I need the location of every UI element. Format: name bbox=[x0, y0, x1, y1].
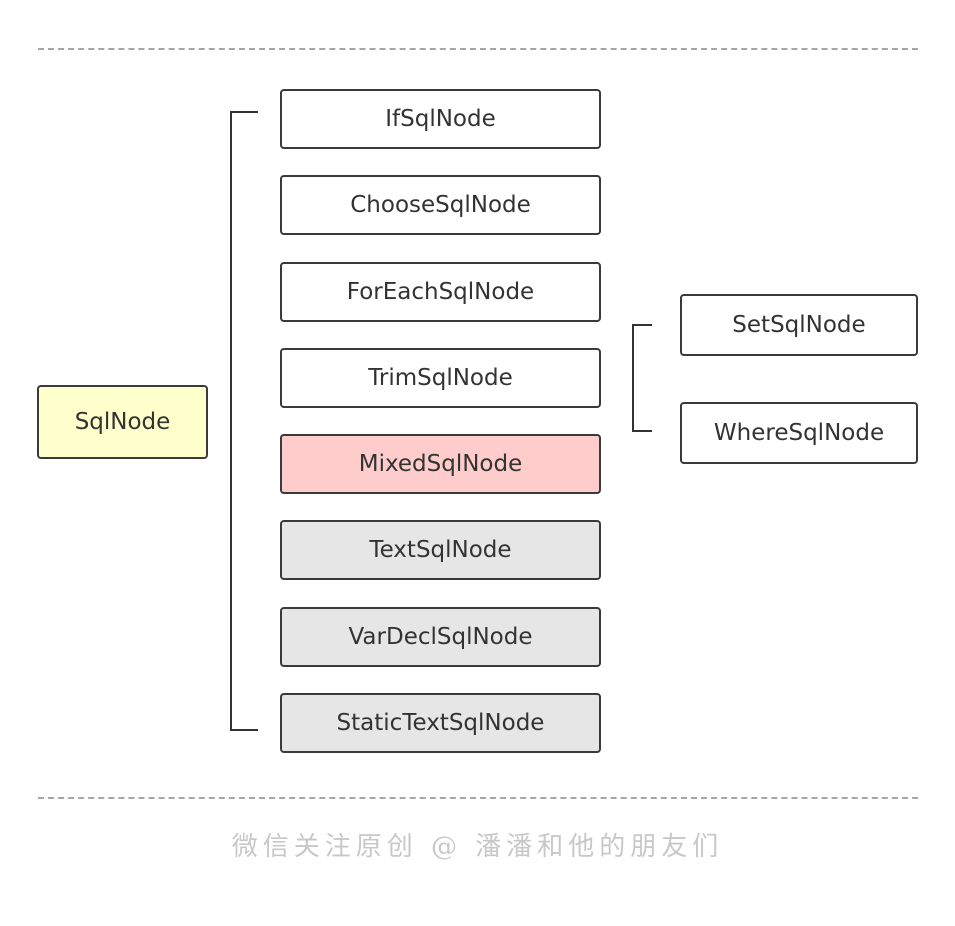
node-label: ForEachSqlNode bbox=[346, 279, 535, 305]
node-label: MixedSqlNode bbox=[358, 451, 523, 477]
node-label: TextSqlNode bbox=[369, 537, 512, 563]
node-label: ChooseSqlNode bbox=[350, 192, 531, 218]
top-divider bbox=[38, 48, 918, 50]
node-textsqlnode: TextSqlNode bbox=[280, 520, 601, 580]
trim-bracket bbox=[632, 324, 652, 432]
node-label: WhereSqlNode bbox=[713, 420, 885, 446]
root-node-sqlnode: SqlNode bbox=[37, 385, 208, 459]
node-setsqlnode: SetSqlNode bbox=[680, 294, 918, 356]
node-trimsqlnode: TrimSqlNode bbox=[280, 348, 601, 408]
main-bracket bbox=[230, 111, 258, 731]
node-vardeclsqlnode: VarDeclSqlNode bbox=[280, 607, 601, 667]
watermark-footer: 微信关注原创 @ 潘潘和他的朋友们 bbox=[231, 832, 724, 862]
node-statictextsqlnode: StaticTextSqlNode bbox=[280, 693, 601, 753]
node-choosesqlnode: ChooseSqlNode bbox=[280, 175, 601, 235]
root-node-label: SqlNode bbox=[74, 409, 171, 435]
bottom-divider bbox=[38, 797, 918, 799]
node-label: SetSqlNode bbox=[732, 312, 866, 338]
node-ifsqlnode: IfSqlNode bbox=[280, 89, 601, 149]
node-label: IfSqlNode bbox=[385, 106, 496, 132]
node-label: VarDeclSqlNode bbox=[348, 624, 533, 650]
node-foreachsqlnode: ForEachSqlNode bbox=[280, 262, 601, 322]
node-wheresqlnode: WhereSqlNode bbox=[680, 402, 918, 464]
node-label: TrimSqlNode bbox=[368, 365, 513, 391]
node-mixedsqlnode: MixedSqlNode bbox=[280, 434, 601, 494]
node-label: StaticTextSqlNode bbox=[336, 710, 545, 736]
